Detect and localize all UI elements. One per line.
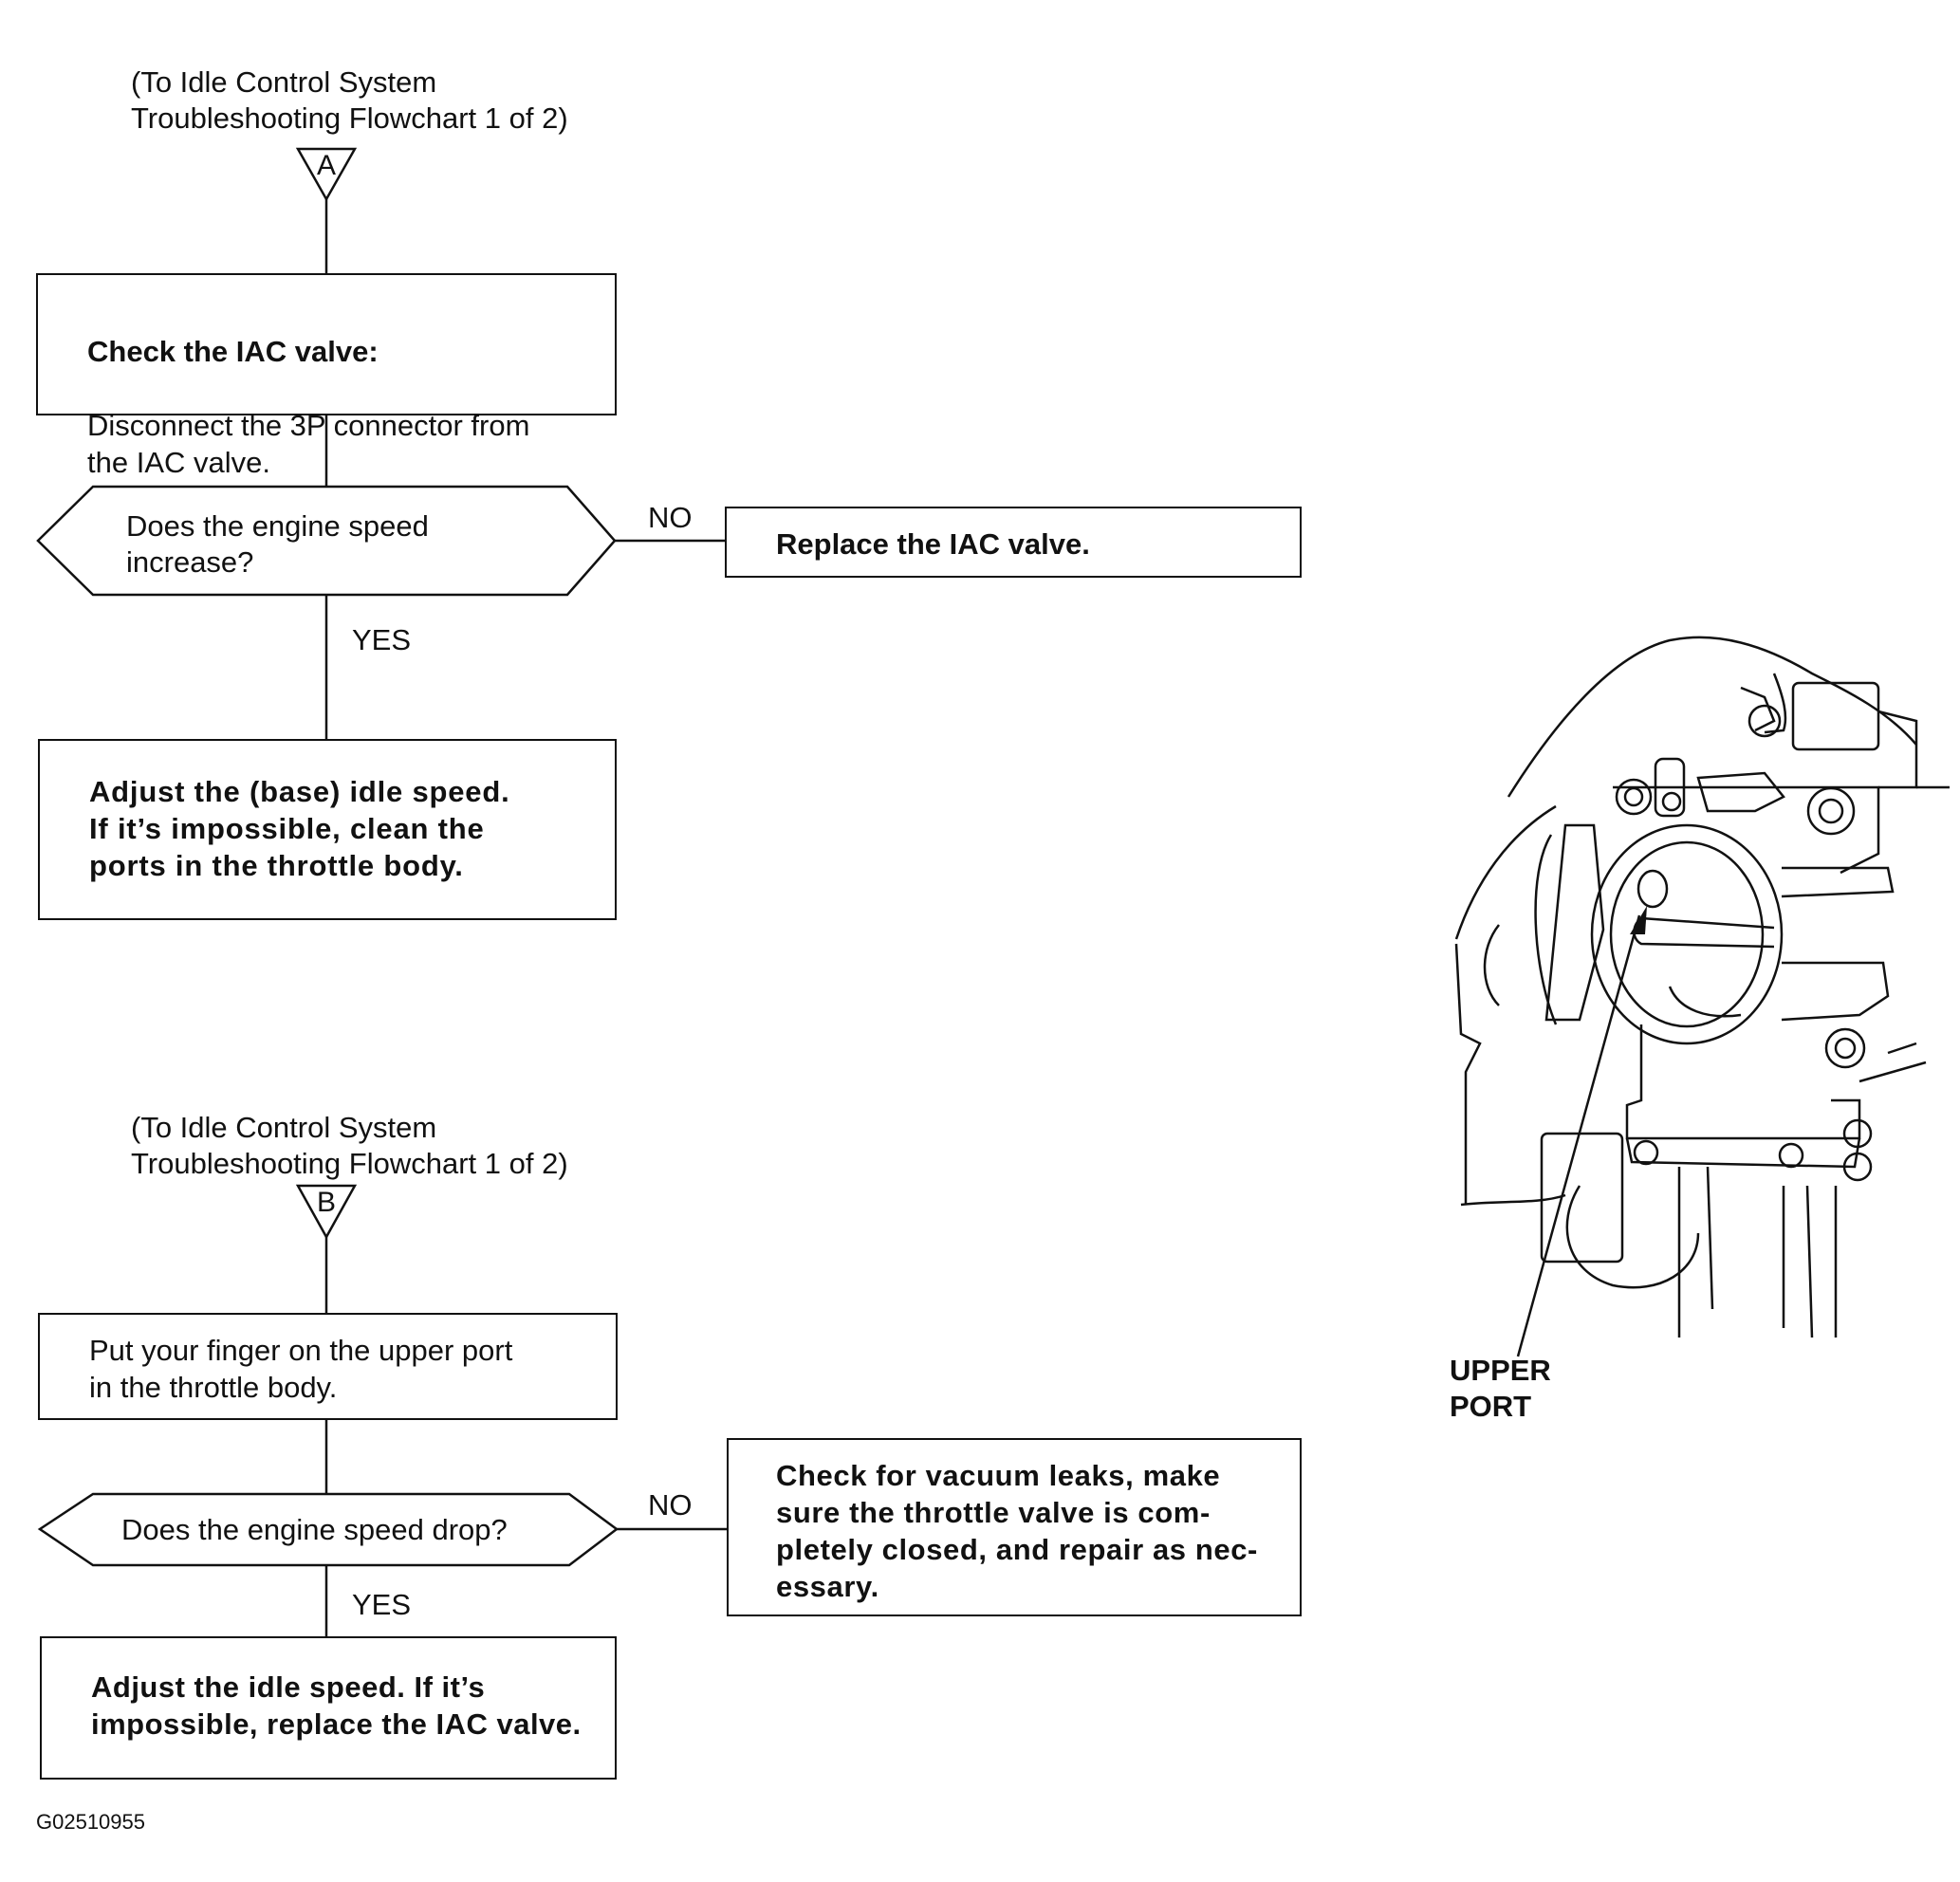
flow-a-yes-action-text: Adjust the (base) idle speed. If it’s im… [89,775,510,882]
flow-a-yes-label: YES [352,623,412,656]
figure-code: G02510955 [36,1810,145,1834]
flow-a-step-body: Disconnect the 3P connector from the IAC… [87,409,530,479]
flow-a-check-iac-step: Check the IAC valve: Disconnect the 3P c… [36,273,617,479]
connector-b-triangle [295,1184,358,1240]
flow-b-yes-action-text: Adjust the idle speed. If it’s impossibl… [91,1670,582,1741]
flow-b-reference-text: (To Idle Control System Troubleshooting … [131,1111,568,1180]
flow-b-no-action-text: Check for vacuum leaks, make sure the th… [776,1459,1258,1603]
decision-a-hexagon [36,485,617,597]
connector-b-label: B [316,1187,336,1218]
flow-a-no-action-text: Replace the IAC valve. [776,527,1090,561]
flow-b-no-action-box: Check for vacuum leaks, make sure the th… [727,1438,1302,1616]
throttle-body-illustration [1454,636,1950,1338]
flow-a-yes-action-box: Adjust the (base) idle speed. If it’s im… [38,739,617,920]
flow-b-finger-step: Put your finger on the upper port in the… [38,1313,618,1420]
flow-a-no-label: NO [648,501,693,534]
upper-port-label: UPPER PORT [1450,1354,1551,1423]
flow-a-decision-text: Does the engine speed increase? [126,509,429,579]
flow-b-decision-text: Does the engine speed drop? [121,1513,508,1546]
flow-b-yes-action-box: Adjust the idle speed. If it’s impossibl… [40,1636,617,1780]
upper-port-arrowhead [1630,906,1647,934]
decision-b-hexagon [37,1492,619,1567]
flow-a-step-title: Check the IAC valve: [87,335,379,368]
flow-b-yes-label: YES [352,1588,412,1621]
flow-a-no-action-box: Replace the IAC valve. [725,507,1302,578]
connector-a-label: A [316,150,336,181]
connector-a-triangle [295,147,358,202]
flow-b-step-body: Put your finger on the upper port in the… [89,1334,513,1404]
upper-port-leader [1516,914,1641,1357]
flow-a-reference-text: (To Idle Control System Troubleshooting … [131,65,568,135]
flow-b-no-label: NO [648,1488,693,1522]
